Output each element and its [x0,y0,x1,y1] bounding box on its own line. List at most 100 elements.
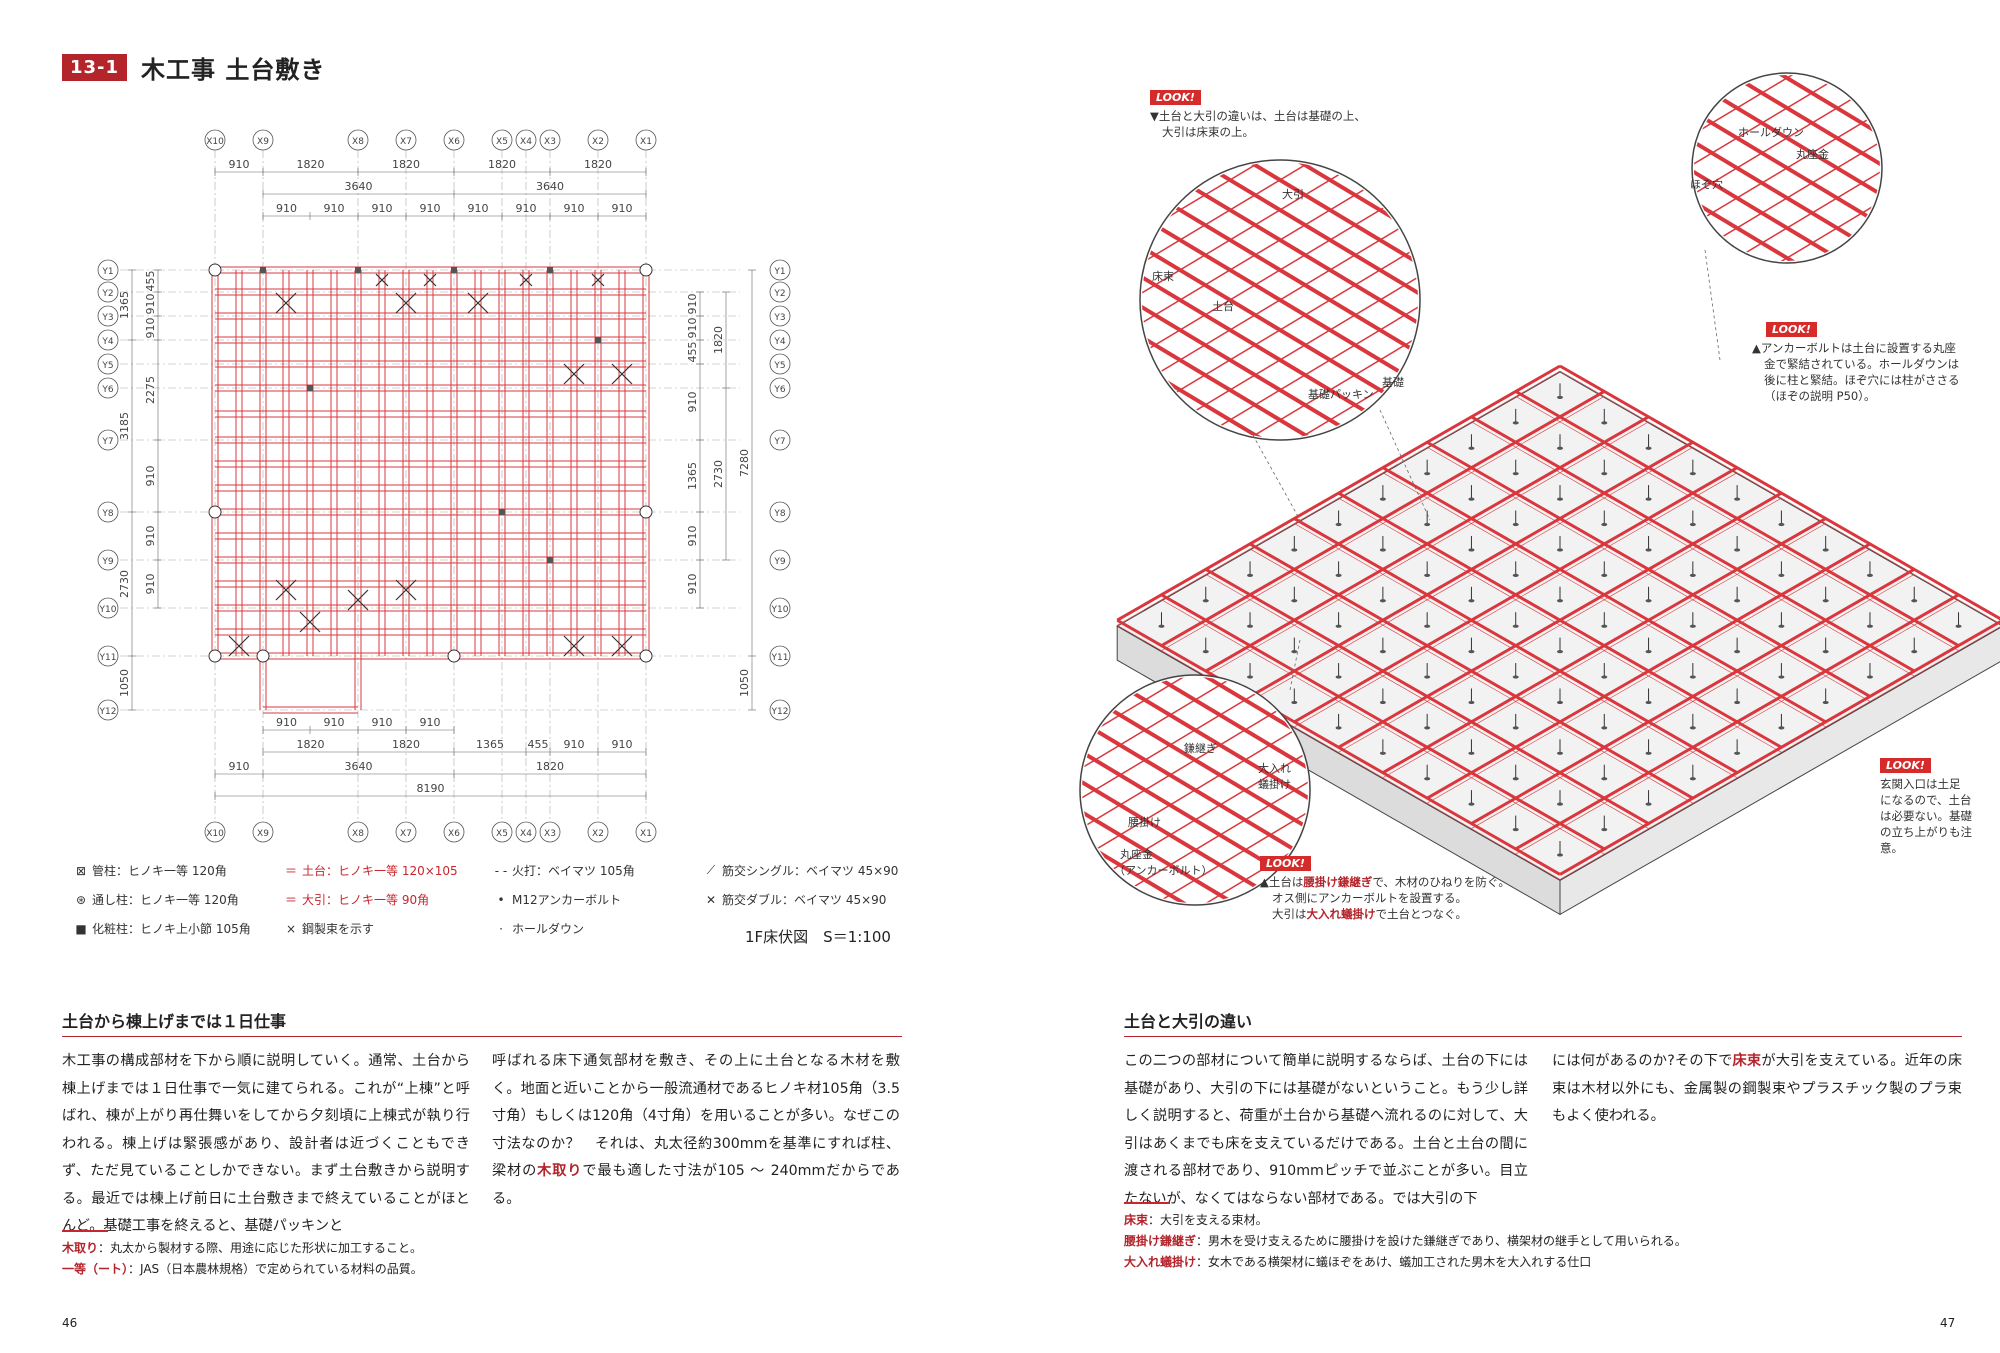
brace-mark [375,273,389,287]
page-number-right: 47 [1940,1316,1956,1330]
grid-bubble [769,329,791,351]
text-segment: 呼ばれる床下通気部材を敷き、その上に土台となる木材を敷く。地面と近いことから一般… [492,1053,900,1179]
grid-label: Y11 [99,653,117,663]
section-rule-right [1124,1036,1962,1037]
floor-post-base-icon [1822,650,1829,654]
grid-label: Y12 [771,707,789,717]
grid-label: X4 [520,829,532,839]
floor-post-base-icon [1601,573,1608,577]
grid-label: X2 [592,829,604,839]
brace-mark [423,273,437,287]
grid-label: Y9 [773,557,785,567]
glossary-item: 一等（ート）：JAS（日本農林規格）で定められている材料の品質。 [62,1262,423,1276]
detail-beam-edge [1142,305,1418,438]
dimension-label: 910 [612,202,633,215]
brace-mark [611,363,633,385]
dimension-label: 910 [144,318,157,339]
floor-post-base-icon [1468,446,1475,450]
grid-bubble [539,821,561,843]
body-text-right-col1: この二つの部材について簡単に説明するならば、土台の下には基礎があり、大引の下には… [1124,1053,1528,1207]
callout-yukazuka: 床束 [1152,270,1174,283]
sill-beam [1293,517,1738,775]
plan-legend: ⊠管柱：ヒノキ一等 120角＝土台：ヒノキ一等 120×105- -火打：ベイマ… [70,856,910,943]
floor-post-base-icon [1645,599,1652,603]
grid-bubble [769,429,791,451]
detail-beam-edge [1694,170,1880,261]
floor-post-base-icon [1822,548,1829,552]
legend-item: ✕筋交ダブル：ベイマツ 45×90 [700,891,910,908]
isometric-drawing [1079,72,2000,916]
grid-bubble [769,501,791,523]
foundation-side [1559,627,2000,916]
post-icon [451,267,457,273]
floor-post-base-icon [1601,472,1608,476]
sill-beam [1249,542,1694,800]
floor-post-base-icon [1557,548,1563,552]
detail-beam-edge [1142,162,1418,295]
floor-post-base-icon [1601,624,1608,628]
floor-post-base-icon [1778,573,1785,577]
floor-post-base-icon [1601,421,1608,425]
dimension-label: 910 [144,574,157,595]
detail-beam-edge [1694,200,1880,261]
dimension-label: 910 [686,318,699,339]
brace-mark [228,635,250,657]
floor-post-base-icon [1424,777,1431,781]
floor-post-base-icon [1557,497,1563,501]
dimension-label: 1365 [118,291,131,319]
dimension-label: 1050 [738,669,751,697]
post-icon [208,649,222,663]
legend-item: •M12アンカーボルト [490,891,700,908]
floor-post-base-icon [1468,497,1475,501]
floor-post-base-icon [1335,573,1342,577]
callout-kamatsugi: 鎌継ぎ [1184,742,1217,755]
post-icon [547,267,553,273]
body-text-right-col2: には何があるのか?その下で床束が大引を支えている。近年の床束は木材以外にも、金属… [1552,1053,1963,1124]
dimension-label: 1820 [392,158,420,171]
grid-label: Y2 [101,289,113,299]
dimension-label: 1050 [118,669,131,697]
dimension-label: 1820 [584,158,612,171]
grid-label: Y12 [99,707,117,717]
body-text-left-col2: 呼ばれる床下通気部材を敷き、その上に土台となる木材を敷く。地面と近いことから一般… [492,1048,900,1213]
dimension-label: 910 [686,526,699,547]
brace-mark [563,363,585,385]
floor-post-base-icon [1512,472,1519,476]
dimension-label: 910 [420,202,441,215]
floor-post-base-icon [1512,777,1519,781]
grid-bubble [97,549,119,571]
floor-post-base-icon [1689,522,1696,527]
floor-post-base-icon [1247,624,1254,628]
brace-mark [519,273,533,287]
floor-post-base-icon [1557,650,1563,654]
grid-label: X1 [640,137,652,147]
glossary-right: 床束：大引を支える束材。 腰掛け鎌継ぎ：男木を受け支えるために腰掛けを設けた鎌継… [1124,1210,1962,1273]
detail-beam [1694,75,1880,77]
floor-post-base-icon [1335,624,1342,628]
floor-post-base-icon [1866,624,1873,628]
post-icon [639,505,653,519]
brace-mark [591,273,605,287]
floor-post-base-icon [1822,700,1829,705]
legend-item: ＝土台：ヒノキ一等 120×105 [280,862,490,879]
callout-dodai: 土台 [1212,300,1234,313]
post-icon [499,509,505,515]
detail-beam [1142,364,1418,438]
grid-bubble [252,821,274,843]
legend-symbol-icon: ＝ [284,864,297,878]
floor-post-base-icon [1424,726,1431,730]
legend-row: ⊠管柱：ヒノキ一等 120角＝土台：ヒノキ一等 120×105- -火打：ベイマ… [70,856,910,885]
dimension-label: 910 [229,760,250,773]
floor-post-base-icon [1645,446,1652,450]
grid-bubble [97,259,119,281]
text-segment: で最も適した寸法が105 〜 240mmだからである。 [492,1163,900,1207]
dimension-label: 910 [144,526,157,547]
dimension-label: 1820 [297,738,325,751]
grid-label: Y7 [773,437,785,447]
floor-post-base-icon [1158,624,1165,628]
legend-item: ·ホールダウン [490,920,700,937]
floor-post-base-icon [1689,624,1696,628]
sill-beam-edge [1294,523,1738,778]
look-note-2: LOOK! ▲アンカーボルトは土台に設置する丸座 金で緊結されている。ホールダウ… [1752,322,1960,403]
